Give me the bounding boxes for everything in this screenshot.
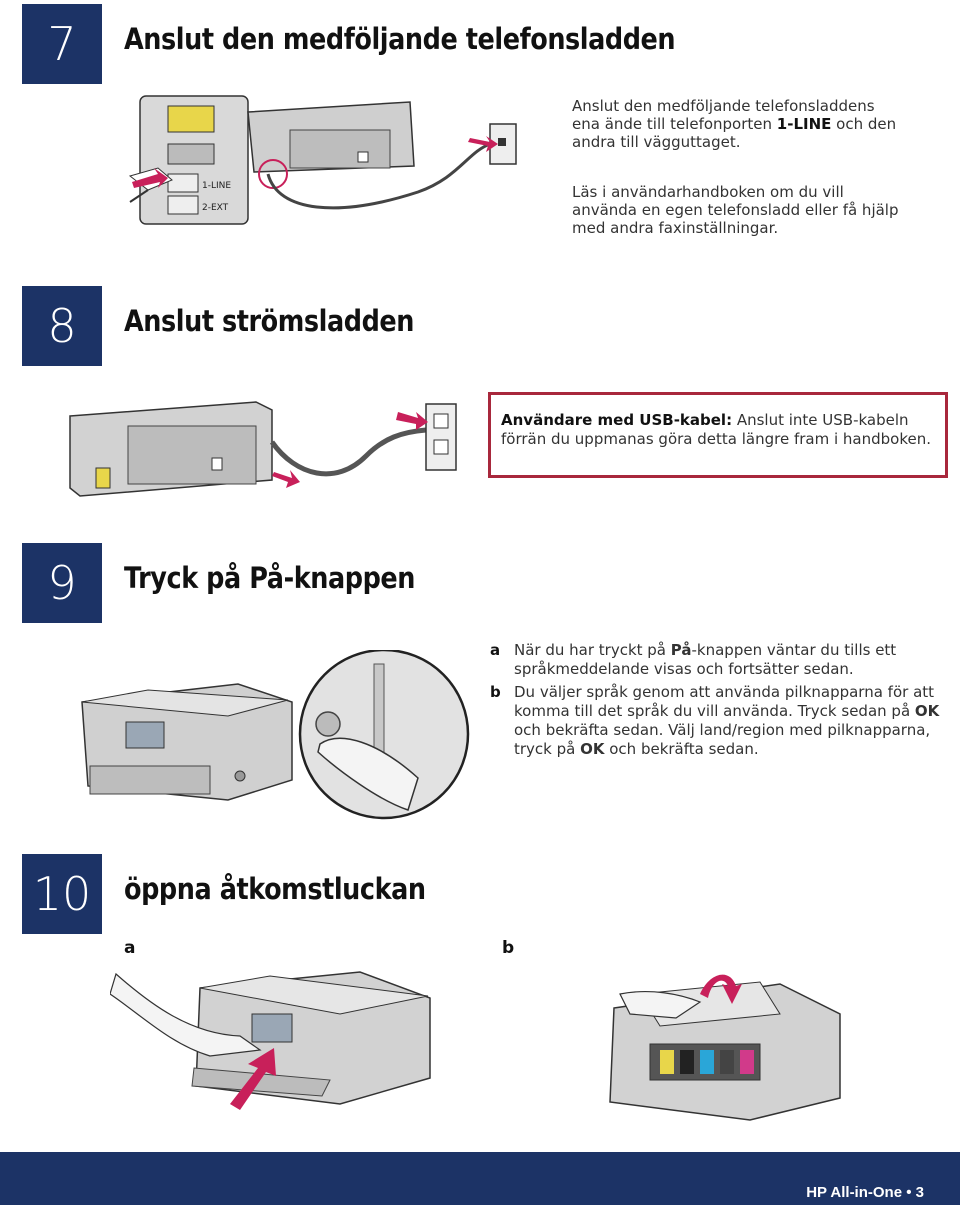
- step9-item-b: b Du väljer språk genom att använda pilk…: [490, 683, 940, 759]
- footer-bar: HP All-in-One • 3: [0, 1152, 960, 1205]
- port-label-ext: 2-EXT: [202, 203, 229, 213]
- open-door-illustration-b: [609, 974, 841, 1121]
- port-label-line: 1-LINE: [202, 181, 231, 191]
- step9-letter-b: b: [490, 683, 501, 701]
- step-number-10: 10: [22, 854, 102, 934]
- step9-text-a: När du har tryckt på På-knappen väntar d…: [514, 641, 897, 678]
- usb-warning-text: Användare med USB-kabel: Anslut inte USB…: [501, 411, 931, 448]
- step-title-8: Anslut strömsladden: [124, 304, 415, 338]
- step9-text-b: Du väljer språk genom att använda pilkna…: [514, 683, 940, 758]
- step-title-10: öppna åtkomstluckan: [124, 872, 426, 906]
- step10-label-a: a: [124, 938, 136, 958]
- step-number-7: 7: [22, 4, 102, 84]
- step9-letter-a: a: [490, 641, 501, 659]
- footer-text: HP All-in-One • 3: [806, 1184, 924, 1201]
- open-door-illustration-a: [110, 971, 431, 1110]
- step-number-8: 8: [22, 286, 102, 366]
- power-button-illustration: [81, 650, 470, 820]
- step-title-7: Anslut den medföljande telefonsladden: [124, 22, 676, 56]
- phone-cord-illustration: 1-LINE 2-EXT: [128, 95, 517, 225]
- step-number-9: 9: [22, 543, 102, 623]
- step9-item-a: a När du har tryckt på På-knappen väntar…: [490, 641, 940, 679]
- step7-paragraph-1: Anslut den medföljande telefonsladdens e…: [572, 97, 897, 151]
- step7-paragraph-2: Läs i användarhandboken om du vill använ…: [572, 183, 899, 237]
- usb-warning-box: Användare med USB-kabel: Anslut inte USB…: [488, 392, 948, 478]
- step10-label-b: b: [502, 938, 515, 958]
- step-title-9: Tryck på På-knappen: [124, 561, 416, 595]
- power-cord-illustration: [69, 401, 457, 497]
